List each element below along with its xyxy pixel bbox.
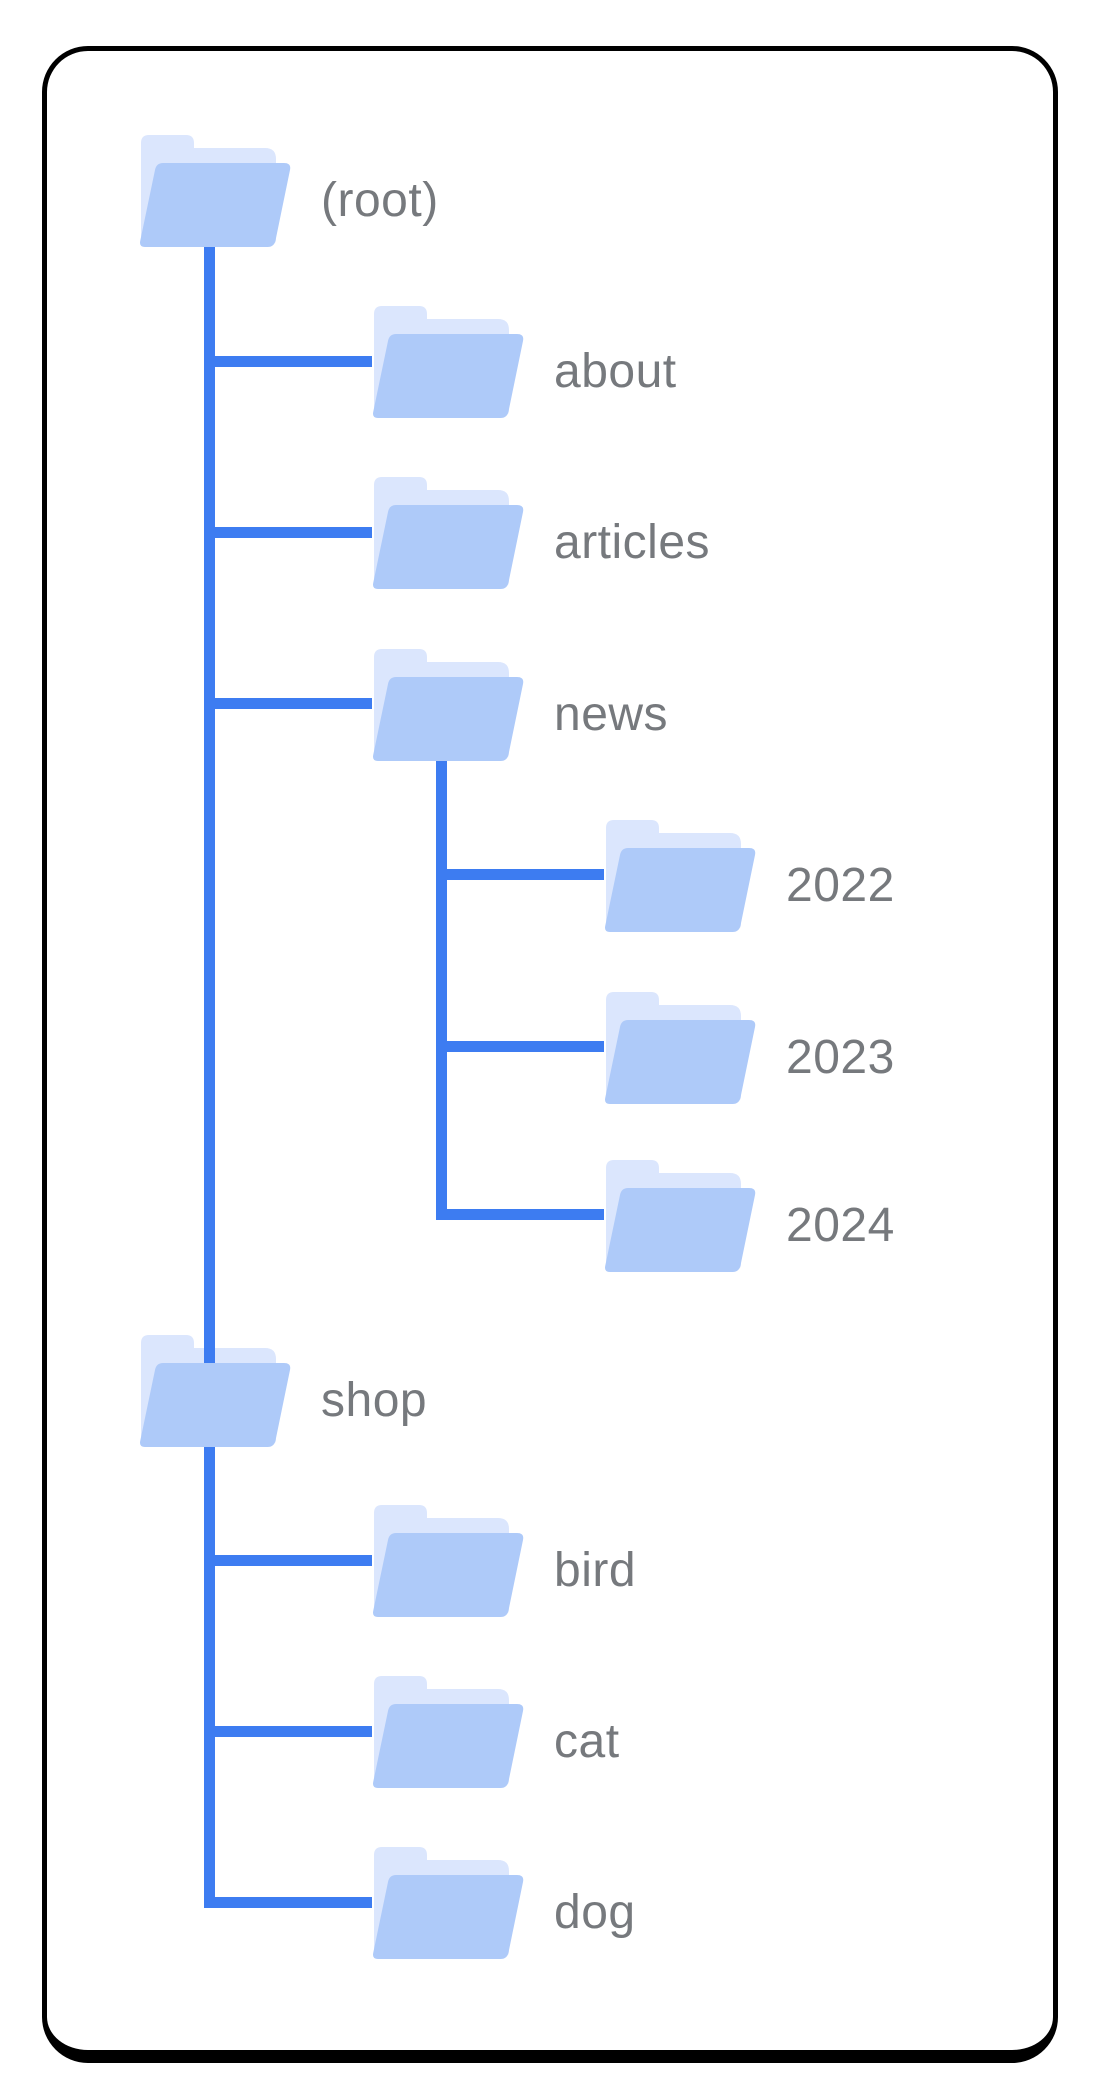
folder-label: about [554, 345, 677, 398]
connector-branch-2024 [436, 1209, 604, 1220]
folder-label: 2022 [786, 859, 895, 912]
tree-node-news: news [372, 647, 668, 761]
tree-node-shop: shop [139, 1333, 427, 1447]
tree-node-dog: dog [372, 1845, 635, 1959]
connector-branch-bird [204, 1555, 372, 1566]
folder-icon-front [373, 505, 524, 589]
tree-node-2023: 2023 [604, 990, 894, 1104]
folder-label: bird [554, 1544, 637, 1597]
folder-label: cat [554, 1715, 620, 1768]
connector-trunk-news [436, 761, 447, 1220]
folder-icon-front [373, 1533, 524, 1617]
connector-branch-dog [204, 1897, 372, 1908]
folder-icon-front [605, 1188, 756, 1272]
folder-label: 2024 [786, 1199, 895, 1252]
tree-node-about: about [372, 304, 676, 418]
connector-trunk-root [204, 247, 215, 1908]
folder-label: 2023 [786, 1031, 895, 1084]
tree-node-bird: bird [372, 1503, 636, 1617]
folder-label: shop [321, 1374, 428, 1427]
folder-icon-front [140, 163, 291, 247]
connector-branch-2022 [436, 869, 604, 880]
connector-branch-cat [204, 1726, 372, 1737]
folder-icon-front [605, 1020, 756, 1104]
tree-node-2022: 2022 [604, 818, 894, 932]
folder-label: (root) [321, 174, 439, 227]
tree-node-cat: cat [372, 1674, 619, 1788]
folder-label: dog [554, 1886, 636, 1939]
connector-branch-about [204, 356, 372, 367]
folder-icon-front [373, 1704, 524, 1788]
folder-label: news [554, 688, 669, 741]
folder-icon-front [373, 334, 524, 418]
diagram-frame [42, 46, 1058, 2063]
connector-branch-articles [204, 527, 372, 538]
tree-node-2024: 2024 [604, 1158, 894, 1272]
folder-icon-front [140, 1363, 291, 1447]
tree-node-articles: articles [372, 475, 710, 589]
connector-branch-news [204, 698, 372, 709]
connector-branch-2023 [436, 1041, 604, 1052]
folder-label: articles [554, 516, 711, 569]
tree-node-root: (root) [139, 133, 438, 247]
folder-icon-front [373, 677, 524, 761]
folder-icon-front [605, 848, 756, 932]
folder-icon-front [373, 1875, 524, 1959]
